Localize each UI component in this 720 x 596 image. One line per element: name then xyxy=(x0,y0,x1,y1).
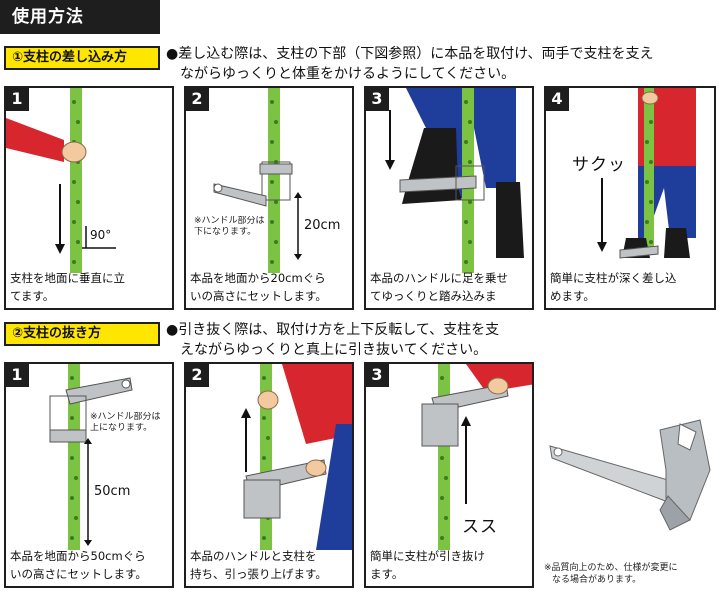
boot xyxy=(402,128,462,204)
step2-1-illustration xyxy=(49,364,133,550)
pole-shape xyxy=(644,88,654,253)
step1-2-panel: 2 ※ハンドル部分は 下になります。 20cm 本品を地面から20cmぐら いの… xyxy=(184,86,354,310)
step-number: 2 xyxy=(186,88,209,111)
section1-desc-line2: ながらゆっくりと体重をかけるようにしてください。 xyxy=(180,66,516,82)
step2-1-panel: 1 ※ハンドル部分は 上になります。 50cm 本品を地面から50cmぐら いの… xyxy=(4,362,174,588)
step-number: 1 xyxy=(6,364,29,387)
product-bracket-image xyxy=(549,419,711,531)
step1-2-illustration xyxy=(213,88,302,273)
handle-note: ※ハンドル部分は 上になります。 xyxy=(90,412,161,433)
bracket-top xyxy=(259,163,293,175)
arm-sleeve xyxy=(6,118,64,162)
pole-shape xyxy=(268,88,280,273)
step1-1-illustration xyxy=(6,88,116,273)
hand xyxy=(487,377,509,395)
step-number: 2 xyxy=(186,364,209,387)
pole-shape xyxy=(438,364,450,550)
step1-4-illustration xyxy=(597,88,696,259)
handle-note: ※ハンドル部分は 下になります。 xyxy=(194,216,265,237)
step1-3-caption: 本品のハンドルに足を乗せ てゆっくりと踏み込みま xyxy=(370,271,508,303)
sound-effect: スス xyxy=(462,517,498,537)
section2-desc-line1: ●引き抜く際は、取付け方を上下反転して、支柱を支 xyxy=(166,322,500,338)
step-number: 3 xyxy=(366,364,389,387)
boot xyxy=(664,228,690,258)
sound-effect: サクッ xyxy=(572,155,626,175)
bracket-handle xyxy=(65,377,133,405)
bracket-handle xyxy=(619,245,659,259)
step1-3-panel: 3 本品のハンドルに足を乗せ てゆっくりと踏み込みま xyxy=(364,86,534,310)
measure-label: 50cm xyxy=(94,484,131,499)
step2-2-caption: 本品のハンドルと支柱を 持ち、引っ張り上げます。 xyxy=(190,549,327,581)
pole-shape xyxy=(68,364,80,550)
section2-desc-line2: えながらゆっくりと真上に引き抜いてください。 xyxy=(180,342,488,358)
step2-3-panel: 3 スス 簡単に支柱が引き抜け ます。 xyxy=(364,362,534,588)
step1-1-panel: 1 90° 支柱を地面に垂直に立 てます。 xyxy=(4,86,174,310)
bracket-handle xyxy=(399,175,477,193)
hand xyxy=(61,141,87,163)
section1-label: ①支柱の差し込み方 xyxy=(4,46,160,70)
step2-2-illustration xyxy=(241,364,352,550)
page-title: 使用方法 xyxy=(0,0,160,34)
section1-desc-line1: ●差し込む際は、支柱の下部（下図参照）に本品を取付け、両手で支柱を支え xyxy=(166,46,654,62)
step-number: 3 xyxy=(366,88,389,111)
jeans xyxy=(316,424,352,550)
step1-2-caption: 本品を地面から20cmぐら いの高さにセットします。 xyxy=(190,271,327,303)
step1-4-caption: 簡単に支柱が深く差し込 めます。 xyxy=(550,271,677,303)
step-number: 4 xyxy=(546,88,569,111)
step2-1-caption: 本品を地面から50cmぐら いの高さにセットします。 xyxy=(10,549,147,581)
angle-label: 90° xyxy=(90,228,112,242)
pole-shape xyxy=(70,88,82,273)
section2-label: ②支柱の抜き方 xyxy=(4,322,160,346)
bracket-bottom xyxy=(49,429,87,443)
step2-2-panel: 2 本品のハンドルと支柱を 持ち、引っ張り上げます。 xyxy=(184,362,354,588)
torso-sleeve xyxy=(282,364,352,444)
step1-3-illustration xyxy=(385,88,524,273)
step2-3-caption: 簡単に支柱が引き抜け ます。 xyxy=(370,549,485,581)
step2-3-illustration xyxy=(421,364,532,550)
step1-1-caption: 支柱を地面に垂直に立 てます。 xyxy=(10,271,125,303)
hand xyxy=(257,390,279,410)
measure-label: 20cm xyxy=(304,218,341,233)
step-number: 1 xyxy=(6,88,29,111)
step1-4-panel: 4 サクッ 簡単に支柱が深く差し込 めます。 xyxy=(544,86,716,310)
footnote: ※品質向上のため、仕様が変更に なる場合があります。 xyxy=(544,563,678,585)
